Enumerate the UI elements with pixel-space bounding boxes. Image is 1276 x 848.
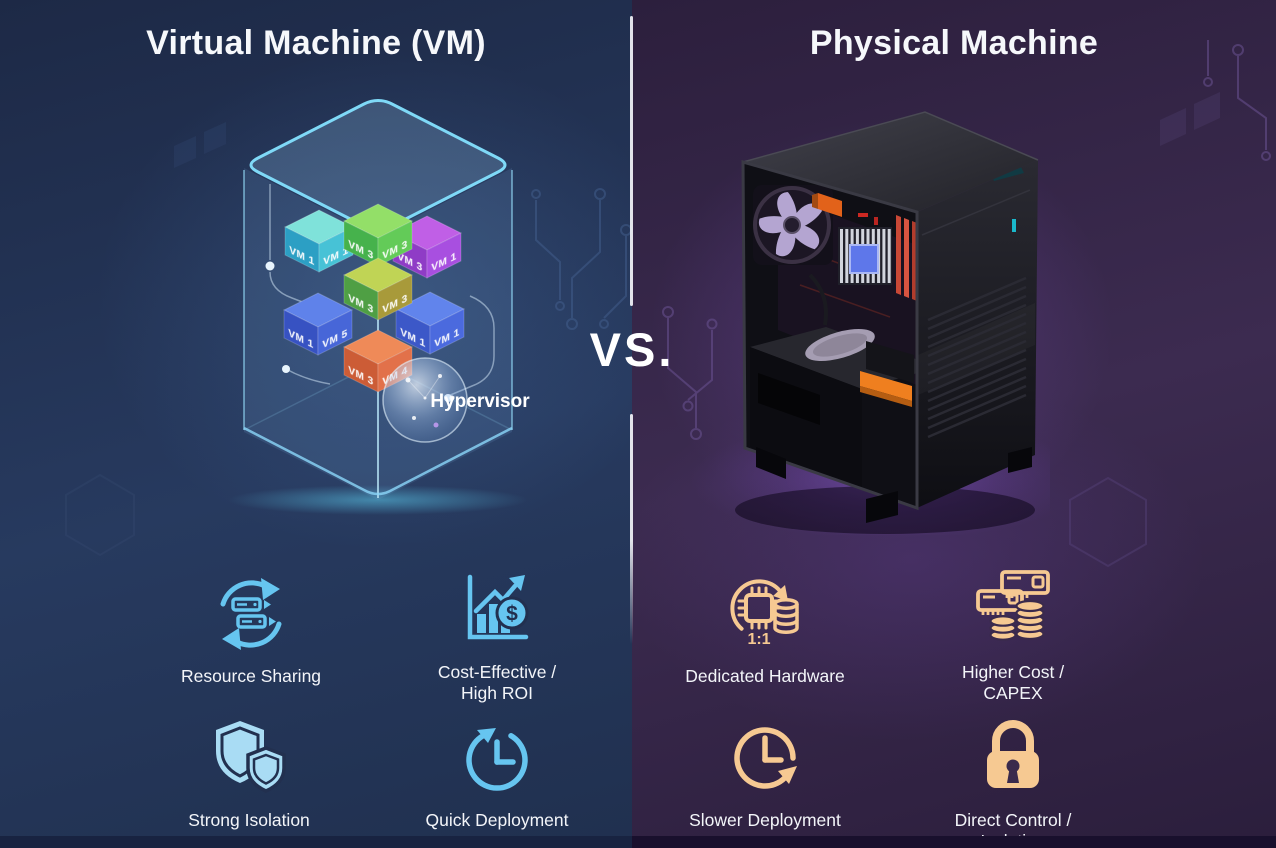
feature-higher-cost: Higher Cost / CAPEX: [893, 564, 1133, 704]
feature-label: Resource Sharing: [181, 666, 321, 687]
feature-label: Dedicated Hardware: [685, 666, 845, 687]
strong-isolation-icon: [216, 721, 286, 793]
feature-label: Quick Deployment: [426, 810, 569, 831]
divider-line-bottom: [630, 414, 633, 644]
ratio-label: 1:1: [747, 631, 770, 648]
database-glyph: [773, 598, 799, 634]
left-title: Virtual Machine (VM): [146, 24, 486, 62]
case-top-panel: [743, 112, 1038, 212]
hypervisor-sphere: [382, 357, 468, 443]
cost-effective-icon: $: [467, 574, 529, 640]
dedicated-hardware-icon: 1:1: [730, 579, 799, 648]
feature-cost-effective: $ Cost-Effective / High ROI: [377, 564, 617, 704]
cpu-heatsink: [838, 227, 892, 285]
feature-label-line1: Slower Deployment: [689, 810, 841, 830]
ram-sticks: [896, 215, 917, 301]
feature-label-line1: Direct Control /: [954, 810, 1072, 830]
orange-accent: [818, 193, 842, 217]
bottom-edge-strip-left: [0, 836, 632, 848]
quick-deployment-icon: [466, 728, 528, 791]
feature-label: Cost-Effective / High ROI: [438, 662, 556, 704]
feature-label-line1: Dedicated Hardware: [685, 666, 845, 686]
feature-direct-control: Direct Control / Isolation: [893, 712, 1133, 848]
feature-quick-deployment: Quick Deployment: [377, 712, 617, 831]
hypervisor-label: Hypervisor: [430, 391, 530, 412]
vs-label: VS.: [589, 323, 675, 376]
slower-deployment-icon: [734, 727, 797, 789]
bottom-edge-strip-right: [632, 836, 1276, 848]
gpu-orange-bracket: [860, 371, 912, 401]
resource-sharing-icon: [220, 578, 282, 650]
front-panel-details: [921, 165, 1031, 439]
glass-box-glow: [228, 485, 528, 515]
cpu-chip: [849, 244, 879, 274]
power-led: [1012, 219, 1016, 232]
vm-cube-lime: VM 3 VM 3: [342, 257, 414, 321]
right-faint-cubes: [1160, 92, 1220, 146]
feature-strong-isolation: Strong Isolation: [129, 712, 369, 831]
feature-resource-sharing: Resource Sharing: [131, 568, 371, 687]
case-interior: [750, 185, 917, 505]
feature-label-line2: High ROI: [461, 683, 533, 703]
vm-box-illustration: VM 1 VM 1 VM 3 VM 1 VM 3 VM 3 VM 1 VM 5: [228, 99, 530, 515]
case-foot: [866, 491, 898, 523]
higher-cost-icon: [976, 570, 1050, 641]
vm-cube-green: VM 3 VM 3: [342, 203, 414, 267]
feature-label-line1: Strong Isolation: [188, 810, 310, 830]
left-panel: [0, 0, 632, 848]
left-hexagon-decor: [65, 473, 135, 557]
psu-shroud-gpu: [750, 327, 917, 505]
feature-slower-deployment: Slower Deployment: [645, 712, 885, 831]
feature-label: Higher Cost / CAPEX: [962, 662, 1064, 704]
feature-label: Strong Isolation: [188, 810, 310, 831]
divider-line-top: [630, 16, 633, 306]
case-foot: [1008, 447, 1032, 473]
vm-cube-blue-left: VM 1 VM 5: [282, 292, 354, 356]
pc-tower-illustration: [690, 111, 1050, 535]
feature-dedicated-hardware: 1:1 Dedicated Hardware: [645, 568, 885, 687]
right-title: Physical Machine: [809, 24, 1099, 62]
right-circuit-traces: [662, 40, 1271, 440]
feature-label-line1: Higher Cost /: [961, 662, 1065, 682]
case-fan: [753, 186, 831, 264]
feature-label-line1: Resource Sharing: [180, 666, 322, 686]
feature-label-line2: CAPEX: [983, 683, 1043, 703]
coin-stacks: [989, 599, 1045, 641]
case-foot: [756, 447, 786, 479]
dollar-symbol: $: [506, 603, 518, 626]
feature-label: Slower Deployment: [689, 810, 841, 831]
direct-control-icon: [987, 720, 1039, 788]
feature-label-line1: Quick Deployment: [425, 810, 569, 830]
right-hexagon-decor: [1069, 476, 1147, 568]
feature-label-line1: Cost-Effective /: [437, 662, 557, 682]
left-faint-cubes: [174, 122, 226, 168]
left-circuit-traces: [531, 188, 632, 330]
